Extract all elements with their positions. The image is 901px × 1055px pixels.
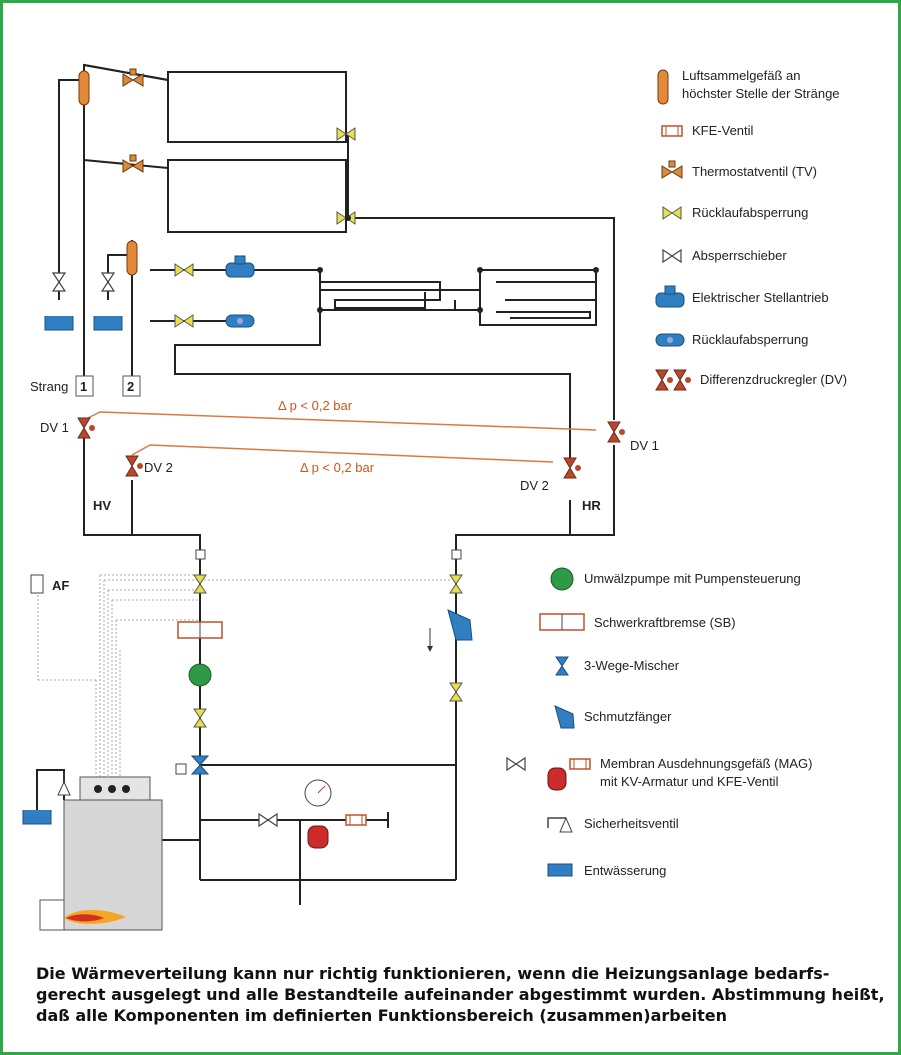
legend-item-label: Rücklaufabsperrung [692,332,808,347]
legend-item-label: Absperrschieber [692,248,787,263]
legend-item-label: Entwässerung [584,863,666,878]
return-shutoff-icon [174,263,194,277]
kfe-valve-icon [569,758,591,770]
differential-pressure-regulator-icon [655,369,674,391]
legend-bottom: Umwälzpumpe mit Pumpensteuerung Schwerkr… [506,567,812,878]
differential-pressure-regulator-icon [125,455,144,477]
dv1-left-label: DV 1 [40,420,69,435]
drainage-icon [44,315,74,331]
figure-caption: Die Wärmeverteilung kann nur richtig fun… [36,963,885,1026]
shutoff-valve-icon [506,757,526,771]
legend-item-label: Membran Ausdehnungsgefäß (MAG) [600,756,812,771]
drainage-icon [93,315,123,331]
electric-actuator-icon [655,285,685,308]
caption-line: daß alle Komponenten im definierten Funk… [36,1006,727,1025]
dv2-left-label: DV 2 [144,460,173,475]
legend-item-label: KFE-Ventil [692,123,754,138]
legend-item-label: Umwälzpumpe mit Pumpensteuerung [584,571,801,586]
air-collector-icon [657,69,669,105]
shutoff-valve-icon [258,813,278,827]
strang-1-box [75,375,94,397]
shutoff-valve-icon [449,682,463,702]
drainage-icon [547,863,573,877]
legend-item-label: Sicherheitsventil [584,816,679,831]
return-shutoff-icon [662,206,682,220]
return-shutoff-blue-icon [225,314,255,328]
dp-lower-label: Δ p < 0,2 bar [300,460,375,475]
shutoff-valve-icon [193,574,207,594]
circulation-pump-icon [188,663,212,687]
dv1-right-label: DV 1 [630,438,659,453]
legend-item-label: Luftsammelgefäß an [682,68,801,83]
legend-item-label: Thermostatventil (TV) [692,164,817,179]
strang-2-label: 2 [127,379,134,394]
expansion-vessel-icon [307,825,329,849]
dv2-right-label: DV 2 [520,478,549,493]
hv-label: HV [93,498,111,513]
differential-pressure-regulator-icon [673,369,692,391]
strang-1-label: 1 [80,379,87,394]
legend-top: Luftsammelgefäß an höchster Stelle der S… [655,68,847,391]
legend-item-label: 3-Wege-Mischer [584,658,680,673]
pipe-network [36,63,615,905]
safety-valve-icon [559,816,573,833]
outdoor-sensor-icon [30,574,44,594]
dp-upper-label: Δ p < 0,2 bar [278,398,353,413]
control-signal-lines [37,574,450,800]
thermostat-valve-icon [122,154,144,173]
legend-item-label: Rücklaufabsperrung [692,205,808,220]
gate-valve-icon [101,272,115,292]
heating-system-diagram: Strang 1 2 DV 1 DV 2 DV 2 DV 1 Δ p < 0,2… [22,63,847,931]
dp-lines [83,411,597,463]
strang-2-box [122,375,141,397]
shutoff-valve-icon [449,574,463,594]
shutoff-valve-icon [193,708,207,728]
legend-item-label: mit KV-Armatur und KFE-Ventil [600,774,779,789]
legend-item-label: Schmutzfänger [584,709,672,724]
legend-item-label: Schwerkraftbremse (SB) [594,615,736,630]
differential-pressure-regulator-icon [77,417,96,439]
safety-valve-icon [57,780,71,796]
legend-item-label: höchster Stelle der Stränge [682,86,840,101]
differential-pressure-regulator-icon [607,421,626,443]
gate-valve-icon [662,249,682,263]
strang-label: Strang [30,379,68,394]
thermostat-valve-icon [661,160,683,179]
af-label: AF [52,578,69,593]
drainage-icon [22,809,52,825]
three-way-mixer-icon [190,755,210,775]
burner-box [39,899,65,931]
dirt-trap-icon [554,705,575,729]
caption-line: gerecht ausgelegt und alle Bestandteile … [36,985,885,1004]
air-collector-icon [78,70,90,106]
kfe-valve-icon [345,814,367,826]
gate-valve-icon [52,272,66,292]
three-way-mixer-icon [555,656,569,676]
circulation-pump-icon [550,567,574,591]
expansion-vessel-icon [547,767,567,791]
dirt-trap-icon [447,609,473,641]
legend-item-label: Elektrischer Stellantrieb [692,290,829,305]
boiler [63,799,163,931]
components [22,68,626,931]
return-shutoff-icon [174,314,194,328]
hr-label: HR [582,498,601,513]
legend-item-label: Differenzdruckregler (DV) [700,372,847,387]
electric-actuator-icon [225,255,255,278]
differential-pressure-regulator-icon [563,457,582,479]
air-collector-icon [126,240,138,276]
caption-line: Die Wärmeverteilung kann nur richtig fun… [36,964,830,983]
kfe-valve-icon [661,125,683,137]
return-shutoff-blue-icon [655,333,685,347]
